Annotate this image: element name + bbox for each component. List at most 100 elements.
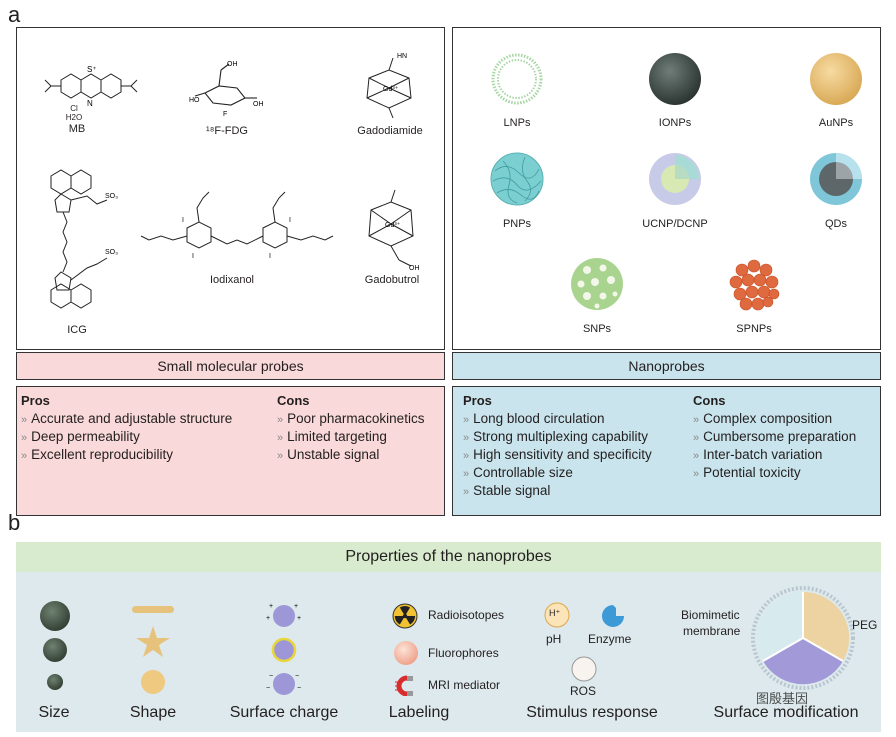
chevron-icon: » xyxy=(21,414,28,426)
svg-text:I: I xyxy=(269,253,271,260)
label-biomimetic-membrane-line1: Biomimetic xyxy=(681,608,740,622)
stimulus-enzyme: Enzyme xyxy=(588,632,632,646)
chevron-icon: » xyxy=(693,468,700,480)
small-pros-cons-box: Pros »Accurate and adjustable structure … xyxy=(16,386,445,516)
svg-text:SO₃: SO₃ xyxy=(105,193,118,200)
nano-pros-item: »Strong multiplexing capability xyxy=(463,429,648,444)
small-pros-item: »Excellent reproducibility xyxy=(21,447,173,462)
svg-text:OH: OH xyxy=(253,101,264,108)
icg-structure: SO₃ SO₃ xyxy=(50,169,118,309)
small-pros-item: »Deep permeability xyxy=(21,429,140,444)
properties-panel: Size Shape ++ ++ −− −− Surface charge Ra… xyxy=(16,572,881,732)
svg-text:Gd³⁺: Gd³⁺ xyxy=(383,86,399,93)
svg-text:−: − xyxy=(295,673,299,680)
aunp-label: AuNPs xyxy=(818,117,854,129)
pnp-label: PNPs xyxy=(502,218,532,230)
chevron-icon: » xyxy=(463,432,470,444)
spnp-particle xyxy=(729,259,780,311)
ucnp-particle xyxy=(649,153,701,205)
chevron-icon: » xyxy=(277,414,284,426)
watermark-text: 图殷基因 xyxy=(756,691,809,706)
chevron-icon: » xyxy=(463,414,470,426)
chevron-icon: » xyxy=(21,432,28,444)
svg-text:OH: OH xyxy=(409,265,420,272)
svg-text:F: F xyxy=(223,111,227,118)
panel-letter-a: a xyxy=(8,2,21,27)
lnp-label: LNPs xyxy=(503,117,531,129)
snp-particle xyxy=(571,258,623,310)
ros-icon xyxy=(571,656,597,682)
svg-text:Gd³⁺: Gd³⁺ xyxy=(385,222,401,229)
svg-text:+: + xyxy=(294,603,298,610)
nano-pros-title: Pros xyxy=(463,393,492,408)
nanoprobes-bar: Nanoprobes xyxy=(452,352,881,380)
gadobutrol-structure: Gd³⁺ OH xyxy=(368,189,420,272)
category-surface-modification: Surface modification xyxy=(713,704,859,721)
nano-pros-item: »Controllable size xyxy=(463,465,573,480)
svg-text:I: I xyxy=(289,217,291,224)
lnp-particle xyxy=(491,53,543,105)
nano-pros-cons-box: Pros »Long blood circulation »Strong mul… xyxy=(452,386,881,516)
aunp-particle xyxy=(810,53,862,105)
gadobutrol-label: Gadobutrol xyxy=(364,274,420,286)
small-molecular-probes-bar: Small molecular probes xyxy=(16,352,445,380)
label-radioisotopes: Radioisotopes xyxy=(428,608,505,622)
svg-text:N: N xyxy=(87,99,93,108)
svg-text:+: + xyxy=(266,615,270,622)
label-mri-mediator: MRI mediator xyxy=(428,678,501,692)
ph-icon xyxy=(544,602,570,628)
svg-text:+: + xyxy=(269,603,273,610)
size-particles xyxy=(40,601,70,690)
nanoprobes-box: LNPs IONPs AuNPs PNPs UCNP/DCNP QDs xyxy=(452,27,881,350)
mb-cl-label: Cl xyxy=(70,104,78,113)
qd-particle xyxy=(810,153,862,205)
radioactive-icon xyxy=(392,603,418,629)
svg-text:−: − xyxy=(269,673,273,680)
gadodiamide-structure: Gd³⁺ HN xyxy=(366,53,412,119)
svg-text:+: + xyxy=(297,615,301,622)
label-fluorophores: Fluorophores xyxy=(428,646,499,660)
nano-cons-item: »Inter-batch variation xyxy=(693,447,823,462)
svg-text:I: I xyxy=(192,253,194,260)
nano-cons-item: »Complex composition xyxy=(693,411,833,426)
snp-label: SNPs xyxy=(582,323,612,335)
category-surface-charge: Surface charge xyxy=(229,704,339,721)
small-cons-item: »Limited targeting xyxy=(277,429,387,444)
surface-charge-particles: ++ ++ −− −− xyxy=(266,603,301,695)
enzyme-icon xyxy=(602,605,624,627)
chevron-icon: » xyxy=(463,450,470,462)
fdg-label: ¹⁸F-FDG xyxy=(206,125,248,137)
category-labeling: Labeling xyxy=(388,704,450,721)
svg-text:I: I xyxy=(182,217,184,224)
nano-cons-item: »Cumbersome preparation xyxy=(693,429,857,444)
nano-cons-title: Cons xyxy=(693,393,726,408)
small-pros-title: Pros xyxy=(21,393,50,408)
label-biomimetic-membrane-line2: membrane xyxy=(683,624,741,638)
svg-text:HN: HN xyxy=(397,53,407,60)
chevron-icon: » xyxy=(463,468,470,480)
label-peg: PEG xyxy=(852,618,878,632)
ionp-label: IONPs xyxy=(658,117,692,129)
chevron-icon: » xyxy=(463,486,470,498)
small-cons-item: »Poor pharmacokinetics xyxy=(277,411,425,426)
icg-label: ICG xyxy=(67,324,87,336)
svg-text:HO: HO xyxy=(189,97,200,104)
nano-pros-item: »Stable signal xyxy=(463,483,551,498)
mb-structure: S⁺ N xyxy=(44,65,138,108)
shape-particles xyxy=(132,606,174,694)
nano-pros-item: »Long blood circulation xyxy=(463,411,605,426)
ucnp-label: UCNP/DCNP xyxy=(642,218,708,230)
iodixanol-structure: I I I I xyxy=(140,191,334,260)
spnp-label: SPNPs xyxy=(736,323,772,335)
stimulus-ph: pH xyxy=(546,632,562,646)
fdg-structure: OH HO OH F xyxy=(189,61,264,118)
chevron-icon: » xyxy=(277,450,284,462)
chevron-icon: » xyxy=(277,432,284,444)
category-stimulus-response: Stimulus response xyxy=(526,704,658,721)
iodixanol-label: Iodixanol xyxy=(209,274,255,286)
svg-text:OH: OH xyxy=(227,61,238,68)
chevron-icon: » xyxy=(21,450,28,462)
small-pros-item: »Accurate and adjustable structure xyxy=(21,411,233,426)
ph-symbol: H⁺ xyxy=(549,608,561,618)
chevron-icon: » xyxy=(693,414,700,426)
